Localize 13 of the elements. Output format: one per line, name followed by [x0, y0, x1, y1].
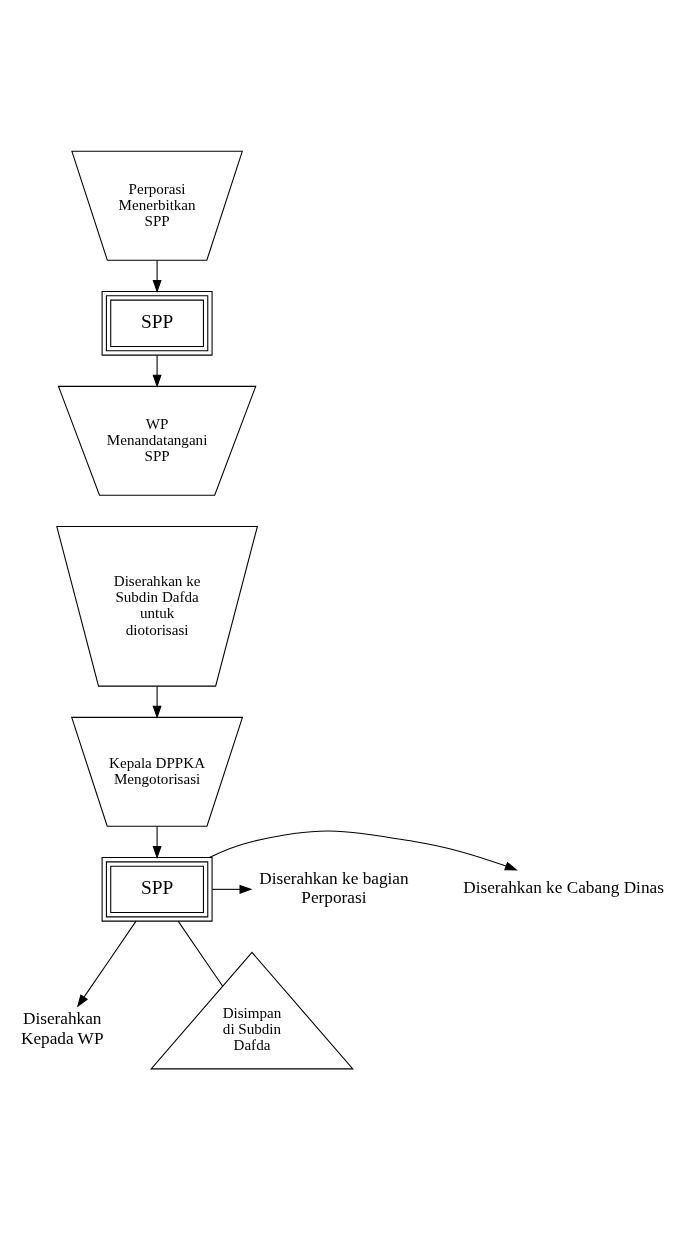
arrow [208, 830, 518, 871]
arrow [152, 259, 162, 293]
node-text: Diserahkan ke bagian Perporasi [259, 868, 409, 908]
node-box: SPP [101, 857, 213, 922]
connector [177, 920, 224, 987]
node-text: Diserahkan ke Cabang Dinas [463, 878, 664, 898]
arrow [76, 920, 137, 1008]
arrow [152, 826, 162, 860]
node-box: SPP [101, 290, 213, 356]
arrow [152, 354, 162, 388]
node-text: Diserahkan Kepada WP [20, 1009, 104, 1048]
arrow [211, 884, 253, 894]
arrow [152, 685, 162, 719]
